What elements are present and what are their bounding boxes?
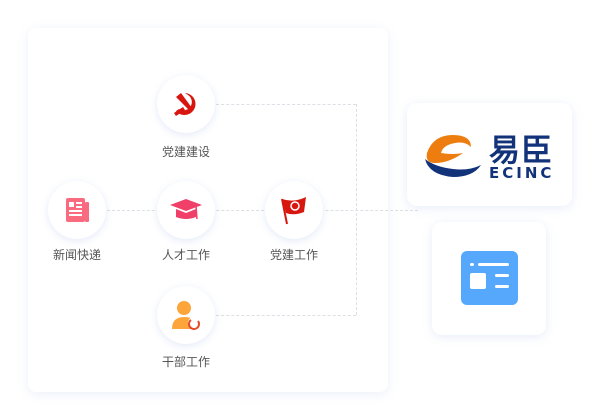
newspaper-icon — [66, 198, 89, 222]
app-card[interactable] — [432, 222, 546, 335]
layout-icon — [461, 251, 518, 305]
node-label: 党建建设 — [161, 145, 210, 159]
node-label: 人才工作 — [161, 248, 210, 262]
party-flag-icon — [281, 197, 306, 225]
logo-cn-text: 易臣 — [489, 133, 553, 169]
graduation-cap-icon — [170, 199, 202, 220]
cadre-person-icon — [172, 301, 200, 330]
ecinc-logo-mark — [425, 135, 481, 177]
connector — [107, 210, 418, 211]
node-label: 新闻快递 — [52, 248, 101, 262]
node-news[interactable] — [48, 181, 106, 239]
node-party-building[interactable] — [157, 75, 215, 133]
connector — [216, 315, 356, 316]
node-label: 党建工作 — [269, 248, 318, 262]
node-talent[interactable] — [157, 181, 215, 239]
logo-en-text: ECINC — [489, 164, 555, 182]
connector — [216, 104, 356, 105]
node-party-work[interactable] — [265, 181, 323, 239]
connector — [356, 104, 357, 315]
node-cadre[interactable] — [157, 286, 215, 344]
brand-logo-card: 易臣 ECINC — [407, 103, 572, 206]
hammer-sickle-icon — [174, 93, 196, 116]
node-label: 干部工作 — [161, 355, 210, 369]
